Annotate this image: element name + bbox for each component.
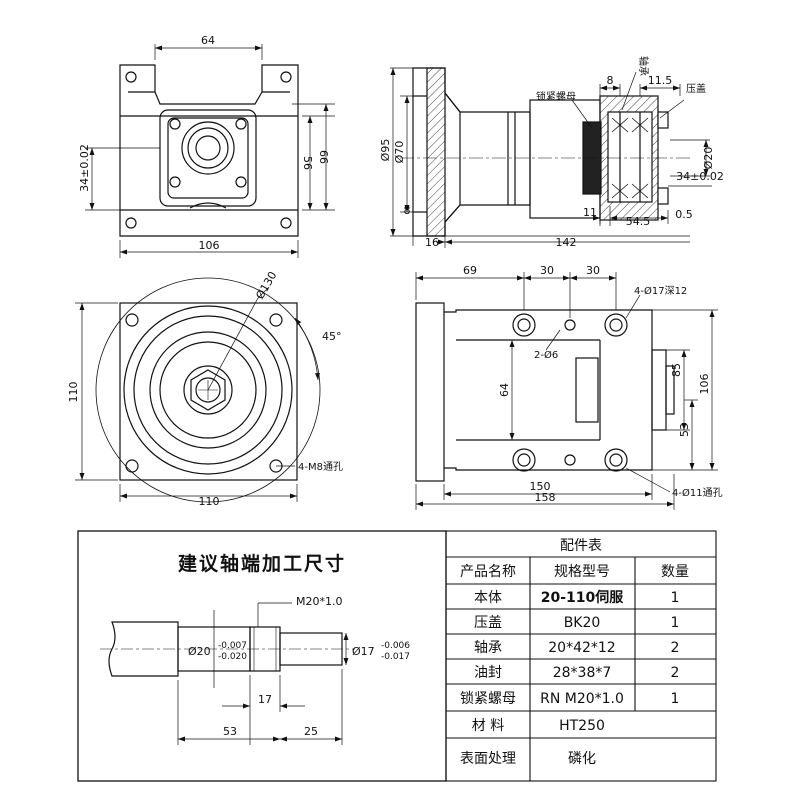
bottom-left-dims — [75, 287, 320, 502]
shaft-len-53: 53 — [223, 725, 237, 738]
label-4-m8: 4-M8通孔 — [298, 461, 343, 473]
parts-table-grid — [445, 530, 717, 782]
shaft-d17-tolerance: Ø17 -0.006 -0.017 — [352, 641, 410, 662]
row-name: 锁紧螺母 — [460, 691, 516, 707]
label-4-d17: 4-Ø17深12 — [634, 285, 687, 297]
dim-64: 64 — [201, 34, 215, 47]
row-spec: 20-110伺服 — [541, 589, 625, 606]
dim-66: 66 — [317, 150, 330, 164]
bottom-left-view — [95, 277, 321, 503]
material-value: HT250 — [559, 718, 605, 734]
table-row: 压盖 BK20 1 — [474, 615, 679, 631]
table-row: 本体 20-110伺服 1 — [474, 589, 679, 606]
top-right-view — [400, 67, 690, 237]
header-quantity: 数量 — [661, 564, 689, 580]
dim-16: 16 — [425, 236, 439, 249]
dim-85: 85 — [670, 363, 683, 377]
shaft-len-25: 25 — [304, 725, 318, 738]
row-qty: 2 — [671, 640, 680, 656]
dim-0-5: 0.5 — [675, 208, 693, 221]
dim-34-right: 34±0.02 — [676, 170, 724, 183]
dim-106-vertical: 106 — [698, 374, 711, 395]
dim-d95: Ø95 — [379, 139, 392, 162]
row-qty: 2 — [671, 665, 680, 681]
shaft-len-17: 17 — [258, 693, 272, 706]
dim-8-top: 8 — [607, 74, 614, 87]
dim-45deg: 45° — [322, 330, 342, 343]
dim-54-5: 54.5 — [626, 215, 651, 228]
row-qty: 1 — [671, 691, 680, 707]
shaft-thread-label: M20*1.0 — [296, 595, 342, 608]
parts-table-title: 配件表 — [560, 538, 602, 554]
row-spec: 28*38*7 — [553, 665, 612, 681]
row-name: 压盖 — [474, 615, 502, 631]
dim-8-left: 8 — [404, 204, 411, 217]
table-row: 锁紧螺母 RN M20*1.0 1 — [460, 691, 679, 707]
top-right-dims — [390, 67, 712, 248]
label-cover: 压盖 — [686, 82, 706, 95]
shaft-d17-upper: -0.006 — [381, 641, 410, 651]
shaft-d20-lower: -0.020 — [218, 652, 247, 662]
dim-142: 142 — [556, 236, 577, 249]
dim-d20: Ø20 — [702, 147, 715, 170]
label-2-d6: 2-Ø6 — [534, 349, 558, 361]
dim-30-b: 30 — [586, 264, 600, 277]
dim-110-horizontal: 110 — [199, 495, 220, 508]
top-left-view — [119, 64, 299, 237]
dim-110-vertical: 110 — [67, 382, 80, 403]
shaft-d17: Ø17 — [352, 645, 375, 658]
finish-label: 表面处理 — [460, 751, 516, 767]
dim-56: 56 — [301, 156, 314, 170]
dim-11: 11 — [583, 206, 597, 219]
shaft-d17-lower: -0.017 — [381, 652, 410, 662]
table-row: 油封 28*38*7 2 — [474, 665, 679, 681]
row-name: 本体 — [474, 590, 502, 606]
dim-69: 69 — [463, 264, 477, 277]
row-qty: 1 — [671, 615, 680, 631]
material-label: 材 料 — [472, 718, 504, 734]
row-spec: BK20 — [564, 615, 601, 631]
dim-64-vertical: 64 — [498, 383, 511, 397]
shaft-detail-title: 建议轴端加工尺寸 — [178, 552, 346, 575]
dim-34: 34±0.02 — [78, 144, 91, 192]
bottom-right-view — [415, 302, 675, 482]
row-name: 轴承 — [474, 640, 502, 656]
label-bearing: 轴承 — [637, 56, 650, 76]
row-spec: RN M20*1.0 — [540, 691, 624, 707]
top-left-dims — [85, 44, 335, 258]
dim-11-5: 11.5 — [648, 74, 673, 87]
table-row: 轴承 20*42*12 2 — [474, 640, 679, 656]
finish-value: 磷化 — [568, 751, 596, 767]
shaft-d20: Ø20 — [188, 645, 211, 658]
row-spec: 20*42*12 — [548, 640, 615, 656]
dim-106: 106 — [199, 239, 220, 252]
dim-30-a: 30 — [540, 264, 554, 277]
dim-d70: Ø70 — [393, 141, 406, 164]
row-qty: 1 — [671, 590, 680, 606]
dim-d130: Ø130 — [253, 269, 279, 301]
dim-53: 53 — [678, 423, 691, 437]
bottom-right-dims — [415, 272, 718, 510]
shaft-d20-tolerance: Ø20 -0.007 -0.020 — [188, 641, 247, 662]
row-name: 油封 — [474, 665, 502, 681]
header-spec-model: 规格型号 — [554, 564, 610, 580]
dim-150: 150 — [530, 480, 551, 493]
dim-158: 158 — [535, 491, 556, 504]
shaft-dims — [177, 602, 349, 745]
label-lock-nut: 锁紧螺母 — [536, 90, 576, 103]
header-product-name: 产品名称 — [460, 564, 516, 580]
shaft-d20-upper: -0.007 — [218, 641, 247, 651]
label-4-d11: 4-Ø11通孔 — [672, 487, 723, 499]
